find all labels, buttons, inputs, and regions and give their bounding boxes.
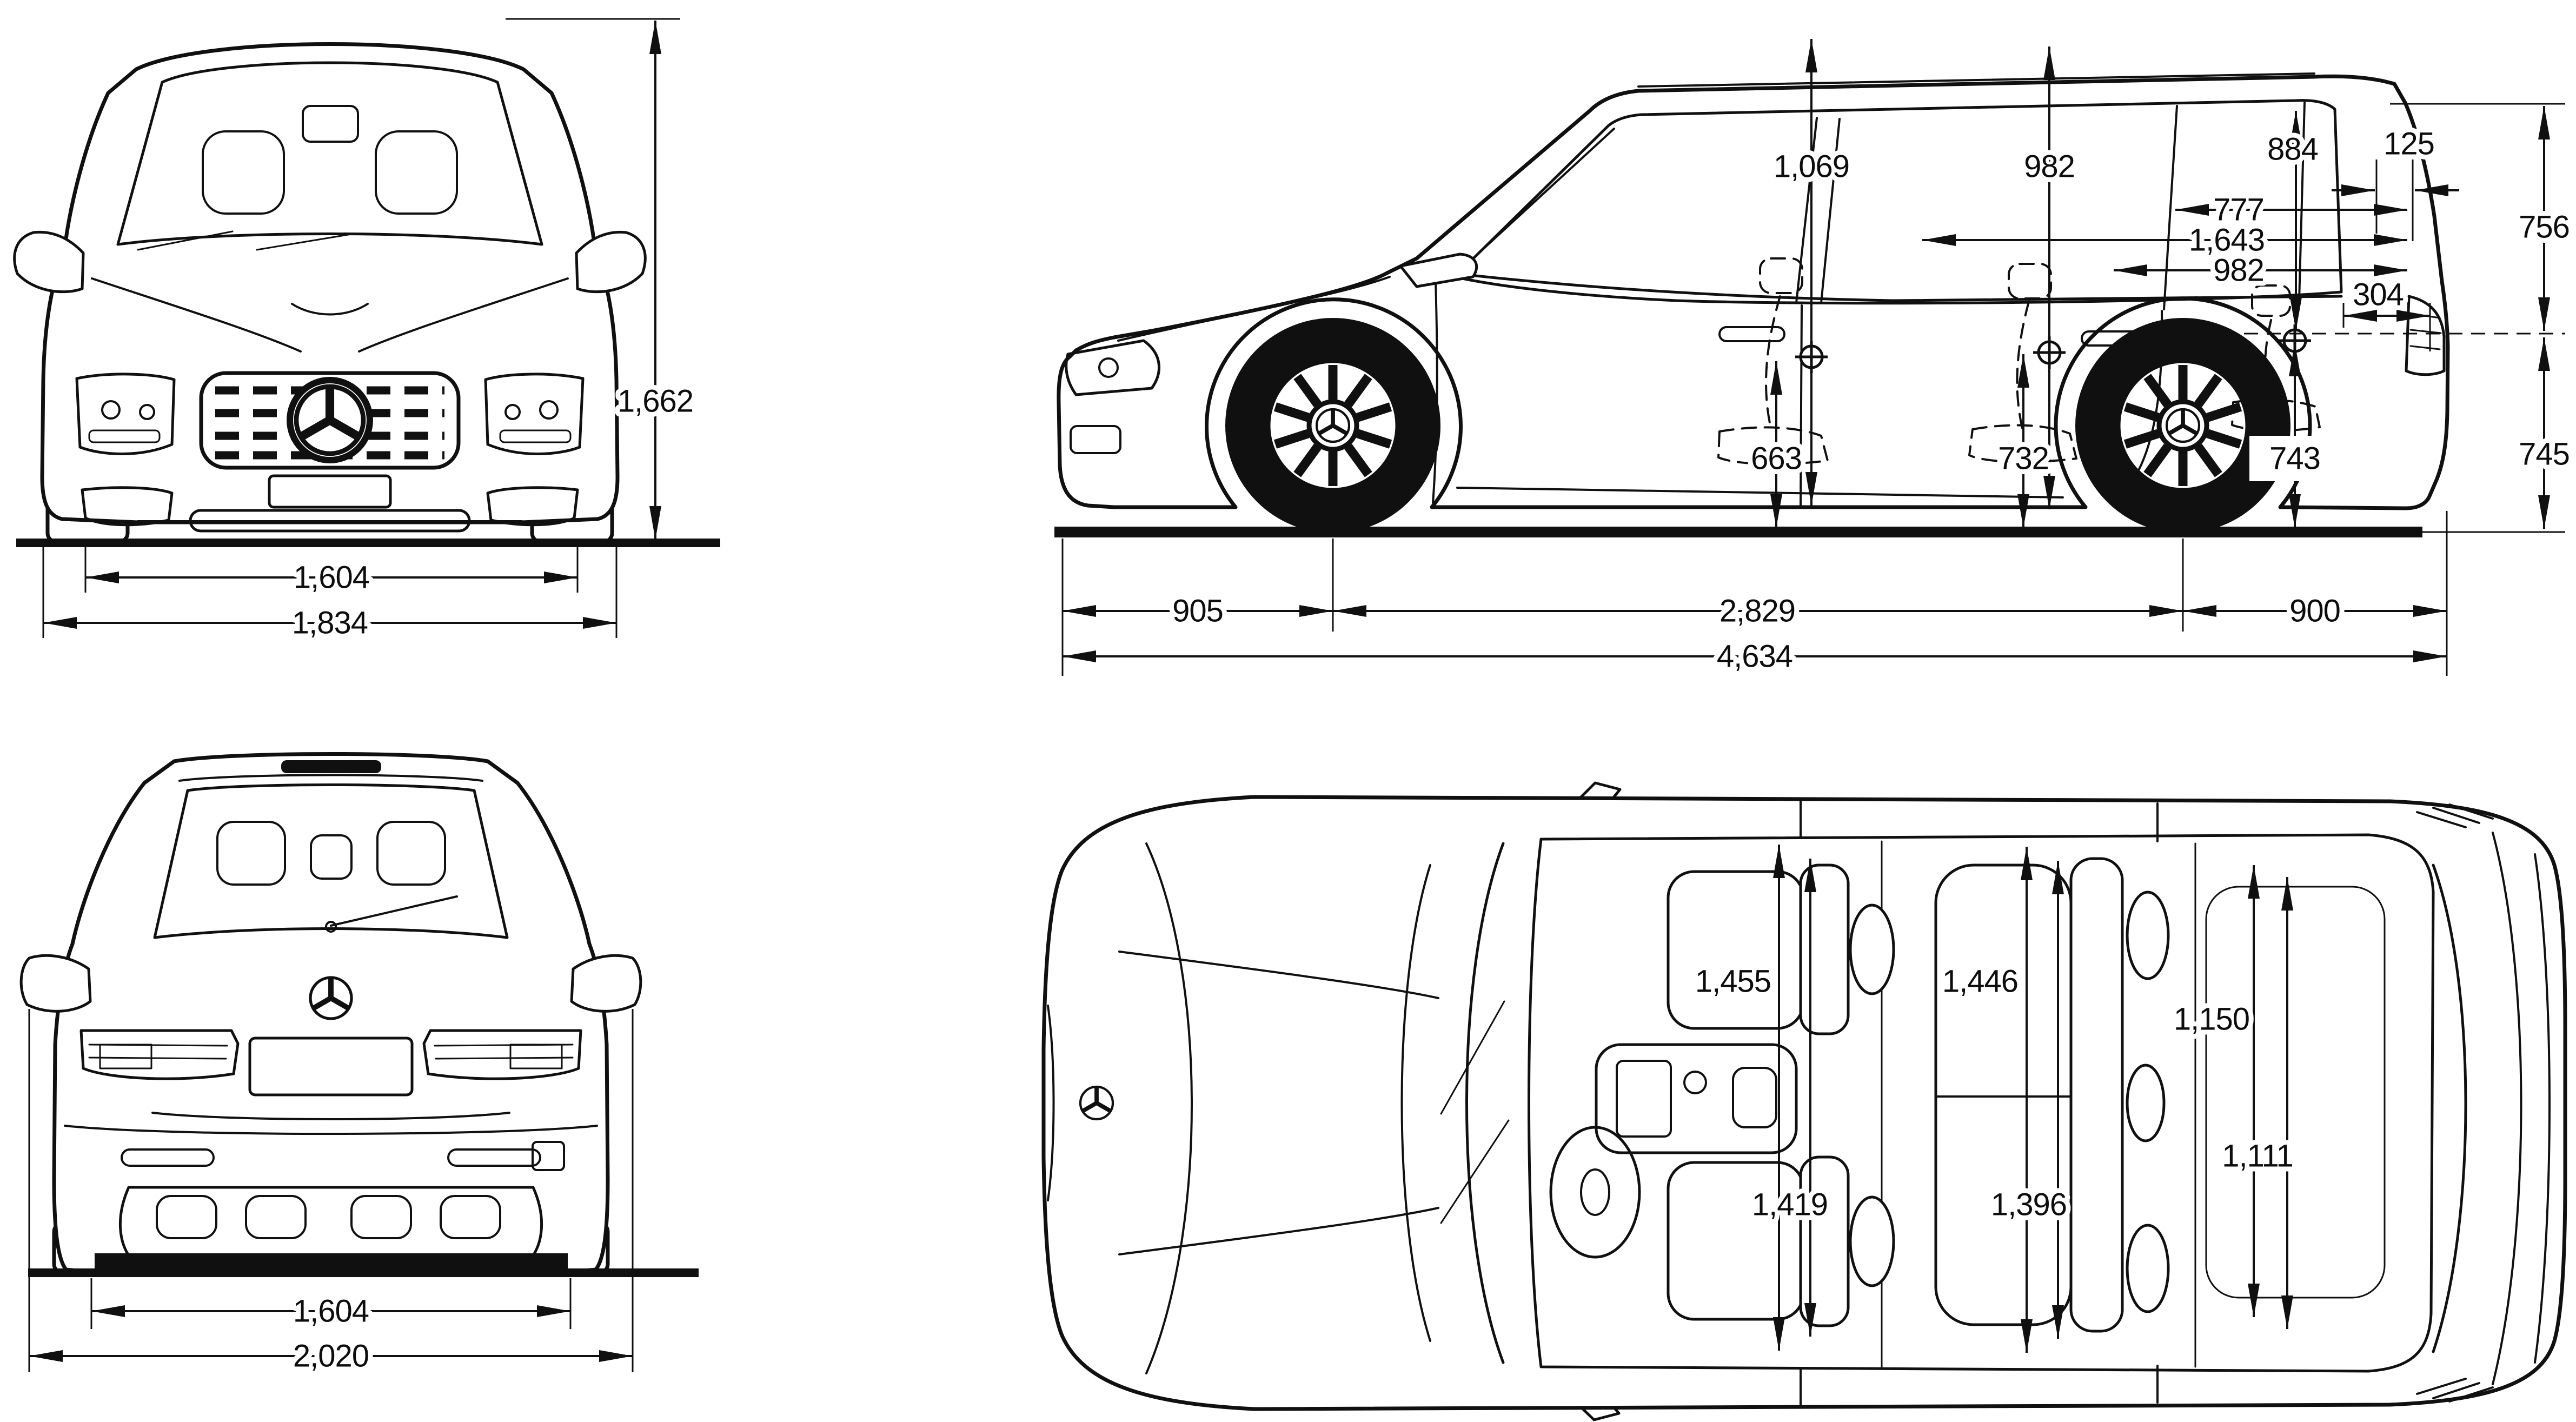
dim-side-743: 743	[2269, 441, 2320, 476]
dim-side-headroom-rear: 982	[2024, 149, 2075, 184]
dim-side-745: 745	[2519, 437, 2570, 472]
dim-top-1396: 1,396	[1991, 1187, 2067, 1222]
dim-top-1455: 1,455	[1695, 964, 1771, 999]
dim-side-304: 304	[2353, 277, 2404, 313]
top-view-drawing	[1041, 781, 2567, 1421]
rear-view-dimensions: 1,604 2,020	[28, 1009, 634, 1379]
dim-side-884: 884	[2267, 132, 2318, 167]
side-view-dimensions: 1,069 982 884 125 777 1,643 982 304 756	[1061, 39, 2575, 679]
dim-rear-width-mirrors: 2,020	[293, 1339, 369, 1374]
dim-front-width: 1,834	[292, 606, 368, 641]
dim-side-756: 756	[2519, 210, 2570, 245]
dim-front-height: 1,662	[618, 384, 693, 419]
side-view: 1,069 982 884 125 777 1,643 982 304 756	[1054, 39, 2575, 679]
dim-side-headroom-front: 1,069	[1774, 149, 1849, 184]
dim-front-track: 1,604	[294, 560, 369, 595]
dim-side-125: 125	[2384, 127, 2434, 162]
front-view-drawing	[13, 42, 720, 547]
dim-side-982: 982	[2213, 253, 2264, 288]
dim-side-663: 663	[1751, 441, 1802, 476]
dim-top-1150: 1,150	[2174, 1002, 2249, 1037]
dim-side-rear-overhang: 900	[2289, 594, 2340, 629]
dim-top-1419: 1,419	[1752, 1187, 1828, 1222]
dim-rear-track: 1,604	[293, 1294, 369, 1329]
dim-side-1643: 1,643	[2189, 223, 2265, 258]
rear-view: 1,604 2,020	[19, 752, 699, 1379]
dim-top-1111: 1,111	[2222, 1139, 2293, 1174]
dim-side-732: 732	[1998, 441, 2049, 476]
side-view-drawing	[1054, 72, 2565, 537]
top-view: 1,455 1,419 1,446 1,396 1,150 1,111	[1041, 781, 2567, 1421]
dim-side-wheelbase: 2,829	[1719, 594, 1795, 629]
front-view: 1,662 1,604 1,834	[13, 18, 720, 646]
dim-side-length: 4,634	[1717, 639, 1792, 674]
dim-top-1446: 1,446	[1942, 964, 2018, 999]
top-view-dimensions: 1,455 1,419 1,446 1,396 1,150 1,111	[1690, 845, 2299, 1353]
front-view-dimensions: 1,662 1,604 1,834	[42, 18, 699, 646]
dim-side-777: 777	[2213, 192, 2264, 228]
rear-view-drawing	[19, 752, 699, 1277]
dim-side-front-overhang: 905	[1172, 594, 1223, 629]
